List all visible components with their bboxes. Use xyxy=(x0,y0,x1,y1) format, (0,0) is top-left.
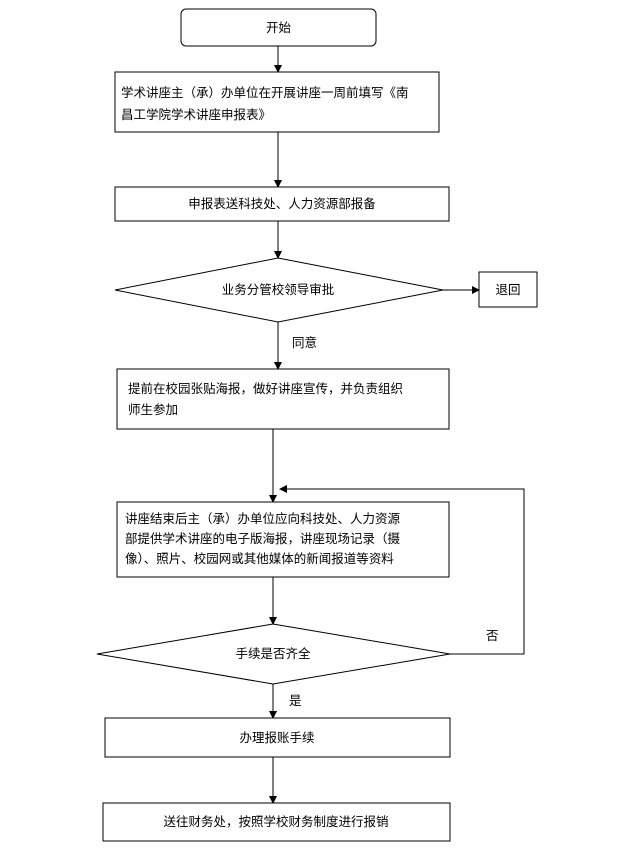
submit-materials-step xyxy=(116,501,450,578)
no-label: 否 xyxy=(486,628,499,643)
leader-approval-text: 业务分管校领导审批 xyxy=(222,282,335,297)
apply-form-text-line2: 昌工学院学术讲座申报表》 xyxy=(121,107,271,122)
reimbursement-procedure-step xyxy=(104,717,451,758)
apply-form-text-line1: 学术讲座主（承）办单位在开展讲座一周前填写《南 xyxy=(121,85,409,100)
promotion-text-line2: 师生参加 xyxy=(128,402,178,417)
submit-materials-text-line1: 讲座结束后主（承）办单位应向科技处、人力资源 xyxy=(125,511,401,526)
promotion-step xyxy=(116,368,450,430)
reimbursement-procedure-text: 办理报账手续 xyxy=(239,730,314,745)
reject-node xyxy=(478,271,538,308)
report-filing-step xyxy=(114,186,450,222)
yes-label: 是 xyxy=(289,693,302,708)
submit-materials-text-line3: 像）、照片、校园网或其他媒体的新闻报道等资料 xyxy=(125,551,394,566)
agree-label: 同意 xyxy=(292,335,317,350)
finance-office-text: 送往财务处，按照学校财务制度进行报销 xyxy=(163,814,388,829)
promotion-text-line1: 提前在校园张贴海报，做好讲座宣传，并负责组织 xyxy=(128,381,403,396)
report-filing-text: 申报表送科技处、人力资源部报备 xyxy=(188,196,376,211)
reject-text: 退回 xyxy=(495,282,520,297)
finance-office-step xyxy=(102,802,451,842)
loop-back-no-path xyxy=(279,485,525,655)
apply-form-step xyxy=(114,71,440,133)
start-label: 开始 xyxy=(266,20,292,35)
submit-materials-text-line2: 部提供学术讲座的电子版海报，讲座现场记录（摄 xyxy=(125,531,401,546)
completeness-text: 手续是否齐全 xyxy=(235,646,311,661)
